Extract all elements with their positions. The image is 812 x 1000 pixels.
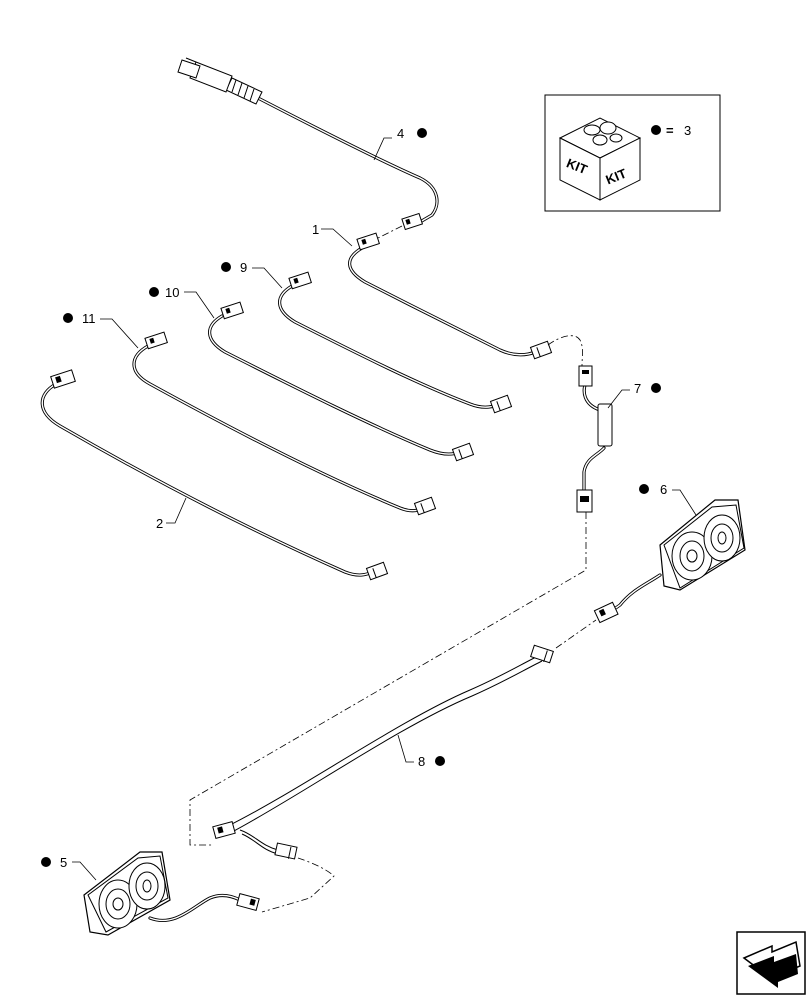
- callout-6-bullet: [639, 484, 649, 494]
- connector-icon: [530, 644, 554, 664]
- callout-7-bullet: [651, 383, 661, 393]
- work-lamp-icon: [659, 499, 746, 591]
- kit-label-left: KIT: [564, 155, 589, 177]
- callout-8: 8: [397, 734, 445, 769]
- callout-9-bullet: [221, 262, 231, 272]
- callout-5-bullet: [41, 857, 51, 867]
- connector-icon: [274, 842, 298, 860]
- work-lamp-icon: [83, 851, 171, 936]
- callout-6-label: 6: [660, 482, 667, 497]
- callout-2-label: 2: [156, 516, 163, 531]
- callout-10-bullet: [149, 287, 159, 297]
- callout-5-label: 5: [60, 855, 67, 870]
- harness-2: [40, 369, 389, 581]
- harness-1: [348, 232, 553, 360]
- kit-equals-sign: =: [666, 123, 674, 138]
- callout-1-label: 1: [312, 222, 319, 237]
- callout-9-label: 9: [240, 260, 247, 275]
- connector-icon: [50, 369, 76, 389]
- callout-11-label: 11: [82, 311, 96, 326]
- callout-10: 10: [149, 285, 215, 319]
- connection-line-8-5: [261, 857, 335, 913]
- callout-11-bullet: [63, 313, 73, 323]
- connector-icon: [365, 561, 389, 581]
- connector-icon: [212, 821, 236, 839]
- callout-11: 11: [63, 311, 139, 349]
- harness-10: [208, 301, 475, 462]
- connector-icon: [288, 271, 312, 290]
- kit-bullet-icon: [651, 125, 661, 135]
- connection-line-7-8: [189, 512, 587, 846]
- callout-1: 1: [312, 222, 353, 247]
- connector-icon: [144, 331, 168, 350]
- inline-switch-housing: [597, 403, 613, 447]
- connector-icon: [220, 301, 244, 320]
- callout-2: 2: [156, 497, 187, 531]
- connector-icon: [413, 496, 437, 516]
- work-lamp-6: [593, 499, 746, 624]
- callout-4: 4: [373, 126, 427, 161]
- connector-icon: [489, 394, 513, 414]
- harness-7-adapter: [576, 365, 613, 513]
- callout-9: 9: [221, 260, 283, 289]
- callout-6: 6: [639, 482, 697, 516]
- harness-11: [132, 331, 437, 516]
- callout-4-bullet: [417, 128, 427, 138]
- connector-icon: [401, 212, 424, 231]
- callout-10-label: 10: [165, 285, 179, 300]
- connection-line-8-6: [555, 619, 597, 649]
- navigation-arrow-icon[interactable]: [736, 931, 806, 995]
- connector-icon: [593, 601, 619, 624]
- connector-icon: [578, 365, 593, 387]
- callout-5: 5: [41, 855, 97, 881]
- connection-line-4-1: [377, 225, 403, 239]
- connector-icon: [356, 232, 380, 251]
- connector-icon: [236, 893, 260, 911]
- callout-7-label: 7: [634, 381, 641, 396]
- harness-8: [212, 644, 554, 860]
- connector-icon: [529, 340, 553, 360]
- connector-icon: [451, 442, 475, 462]
- connection-line-1-7: [547, 335, 583, 367]
- kit-box-icon: KIT KIT: [558, 117, 642, 201]
- harness-4-plug-cable: [177, 57, 439, 231]
- callout-7: 7: [607, 381, 661, 409]
- harness-9: [278, 271, 513, 414]
- callout-8-label: 8: [418, 754, 425, 769]
- plug-icon: [177, 57, 263, 105]
- callout-8-bullet: [435, 756, 445, 766]
- kit-legend-box: KIT KIT = 3: [544, 94, 721, 212]
- kit-ref-number: 3: [684, 123, 691, 138]
- connector-icon: [576, 489, 593, 513]
- callout-4-label: 4: [397, 126, 404, 141]
- work-lamp-5: [83, 851, 260, 936]
- kit-label-right: KIT: [604, 166, 629, 188]
